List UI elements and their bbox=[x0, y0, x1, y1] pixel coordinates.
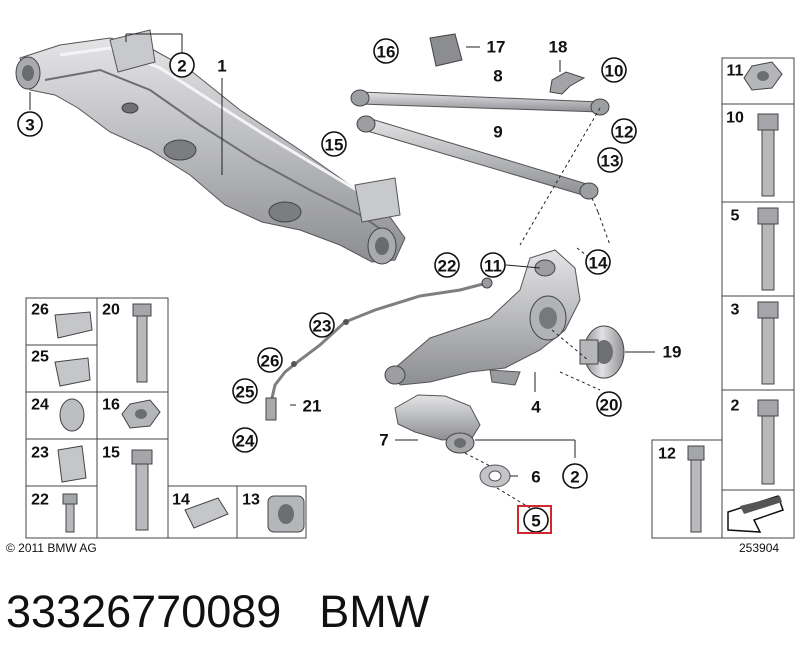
upper-control-arms bbox=[350, 89, 610, 200]
label-15-grid: 15 bbox=[102, 445, 120, 462]
label-13-top: 13 bbox=[601, 152, 620, 171]
bolt-part-20 bbox=[132, 303, 152, 383]
label-23-grid: 23 bbox=[31, 445, 49, 462]
label-16-grid: 16 bbox=[102, 397, 120, 414]
callouts bbox=[17, 38, 637, 533]
brand-name: BMW bbox=[319, 586, 430, 637]
clip-part-25 bbox=[54, 357, 91, 387]
label-13-grid: 13 bbox=[242, 492, 260, 509]
bolt-part-2 bbox=[757, 399, 779, 485]
label-6: 6 bbox=[531, 468, 540, 487]
label-12-top: 12 bbox=[615, 123, 634, 142]
bracket-part-17 bbox=[429, 33, 463, 67]
label-10-col: 10 bbox=[726, 110, 744, 127]
bolt-part-5 bbox=[757, 207, 779, 291]
nut-part-16 bbox=[121, 399, 161, 429]
label-11-top: 11 bbox=[484, 257, 502, 276]
label-20-top: 20 bbox=[600, 396, 619, 415]
label-11-col: 11 bbox=[727, 63, 744, 80]
bolt-part-12 bbox=[687, 445, 705, 533]
label-4: 4 bbox=[531, 398, 541, 417]
sensor-bracket-part-18 bbox=[549, 71, 586, 95]
label-1: 1 bbox=[217, 57, 226, 76]
label-2-top: 2 bbox=[177, 57, 186, 76]
bolt-part-15 bbox=[131, 449, 153, 531]
label-9: 9 bbox=[493, 123, 502, 142]
nut-part-11 bbox=[743, 61, 783, 91]
label-14-top: 14 bbox=[589, 254, 608, 273]
diagram-number: 253904 bbox=[739, 541, 780, 555]
label-3-col: 3 bbox=[731, 302, 740, 319]
wheel-carrier bbox=[384, 249, 581, 386]
label-22-top: 22 bbox=[438, 257, 457, 276]
bolt-part-10 bbox=[757, 113, 779, 197]
fastener-column bbox=[651, 57, 795, 539]
label-26-top: 26 bbox=[261, 352, 280, 371]
small-parts-grid bbox=[25, 297, 307, 539]
label-12-col: 12 bbox=[658, 446, 676, 463]
spring-seat bbox=[394, 394, 481, 454]
clip-part-14 bbox=[184, 497, 229, 529]
label-21: 21 bbox=[303, 397, 322, 416]
label-2-mid: 2 bbox=[570, 468, 579, 487]
label-20-grid: 20 bbox=[102, 302, 120, 319]
label-16-top: 16 bbox=[377, 43, 396, 62]
label-15-top: 15 bbox=[325, 136, 344, 155]
label-26-grid: 26 bbox=[31, 302, 49, 319]
label-2-col: 2 bbox=[731, 398, 740, 415]
washer-part-6 bbox=[479, 464, 511, 488]
leader-lines-subframe bbox=[29, 33, 223, 175]
label-8: 8 bbox=[493, 67, 502, 86]
wheel-hub bbox=[579, 325, 625, 379]
labels: 1 2 3 16 17 18 8 10 9 15 12 13 22 11 14 … bbox=[25, 38, 744, 531]
label-25-top: 25 bbox=[236, 383, 255, 402]
label-25-grid: 25 bbox=[31, 349, 49, 366]
copyright-text: © 2011 BMW AG bbox=[6, 541, 97, 555]
label-5-highlight: 5 bbox=[531, 512, 540, 531]
bolt-part-3 bbox=[757, 301, 779, 385]
arrow-icon bbox=[727, 495, 784, 533]
label-22-grid: 22 bbox=[31, 492, 49, 509]
clip-part-26 bbox=[54, 311, 93, 339]
wheel-speed-sensor-cable bbox=[265, 277, 493, 421]
part-number: 33326770089 bbox=[6, 586, 282, 637]
bolt-part-22 bbox=[62, 493, 78, 533]
label-24-top: 24 bbox=[236, 432, 255, 451]
label-7: 7 bbox=[379, 431, 388, 450]
clip-part-23 bbox=[57, 445, 87, 483]
label-23: 23 bbox=[313, 317, 332, 336]
label-5-col: 5 bbox=[731, 208, 740, 225]
label-19: 19 bbox=[663, 343, 682, 362]
label-3-top: 3 bbox=[25, 116, 34, 135]
highlight-box-part-5 bbox=[517, 505, 552, 534]
clip-part-24 bbox=[59, 398, 85, 432]
label-14-grid: 14 bbox=[172, 492, 190, 509]
label-18-top: 18 bbox=[549, 38, 568, 57]
footer-caption: 33326770089 BMW bbox=[6, 586, 429, 638]
label-10-top: 10 bbox=[605, 62, 624, 81]
rear-axle-carrier bbox=[15, 29, 406, 265]
bushing-part-13 bbox=[267, 495, 305, 533]
label-17: 17 bbox=[487, 38, 506, 57]
label-24-grid: 24 bbox=[31, 397, 49, 414]
